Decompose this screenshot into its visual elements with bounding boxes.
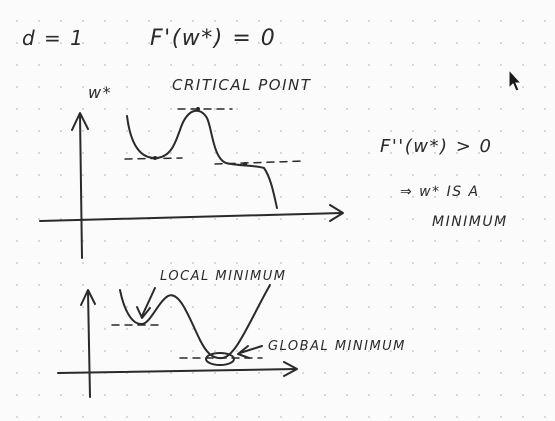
first-derivative-condition: F'(w*) = 0 [150, 26, 276, 51]
global-min-circle [205, 352, 235, 366]
x-axis-arrowhead [329, 204, 344, 222]
function-curve [126, 109, 278, 209]
x-axis [39, 212, 343, 222]
global-minimum-label: GLOBAL MINIMUM [268, 339, 406, 354]
x-axis-2 [57, 368, 297, 374]
local-minimum-label: LOCAL MINIMUM [160, 269, 286, 284]
saddle-tangent-line [214, 160, 306, 165]
y-axis [79, 114, 83, 259]
max-point-mark [196, 107, 200, 111]
second-derivative-condition: F''(w*) > 0 [380, 136, 493, 157]
global-min-arrow [239, 345, 263, 354]
saddle-point-mark [243, 162, 247, 166]
critical-point-plot [39, 107, 344, 259]
local-min-arrowhead [136, 306, 151, 319]
min-point-mark [153, 156, 157, 160]
y-axis-arrowhead [71, 112, 89, 131]
double-well-curve [119, 284, 271, 360]
x-axis-2-arrowhead [283, 361, 298, 377]
y-axis-2 [87, 291, 91, 398]
local-min-arrow [141, 287, 156, 317]
minima-plot: LOCAL MINIMUM GLOBAL MINIMUM [57, 269, 406, 398]
w-star-label: w* [88, 83, 112, 102]
implies-note: ⇒ w* IS A [400, 184, 480, 200]
global-min-arrowhead [237, 345, 250, 359]
mouse-cursor-icon [508, 68, 523, 92]
y-axis-2-arrowhead [80, 289, 96, 306]
dimension-note: d = 1 [22, 26, 84, 50]
critical-point-label: CRITICAL POINT [172, 76, 312, 94]
minimum-note: MINIMUM [432, 214, 508, 230]
